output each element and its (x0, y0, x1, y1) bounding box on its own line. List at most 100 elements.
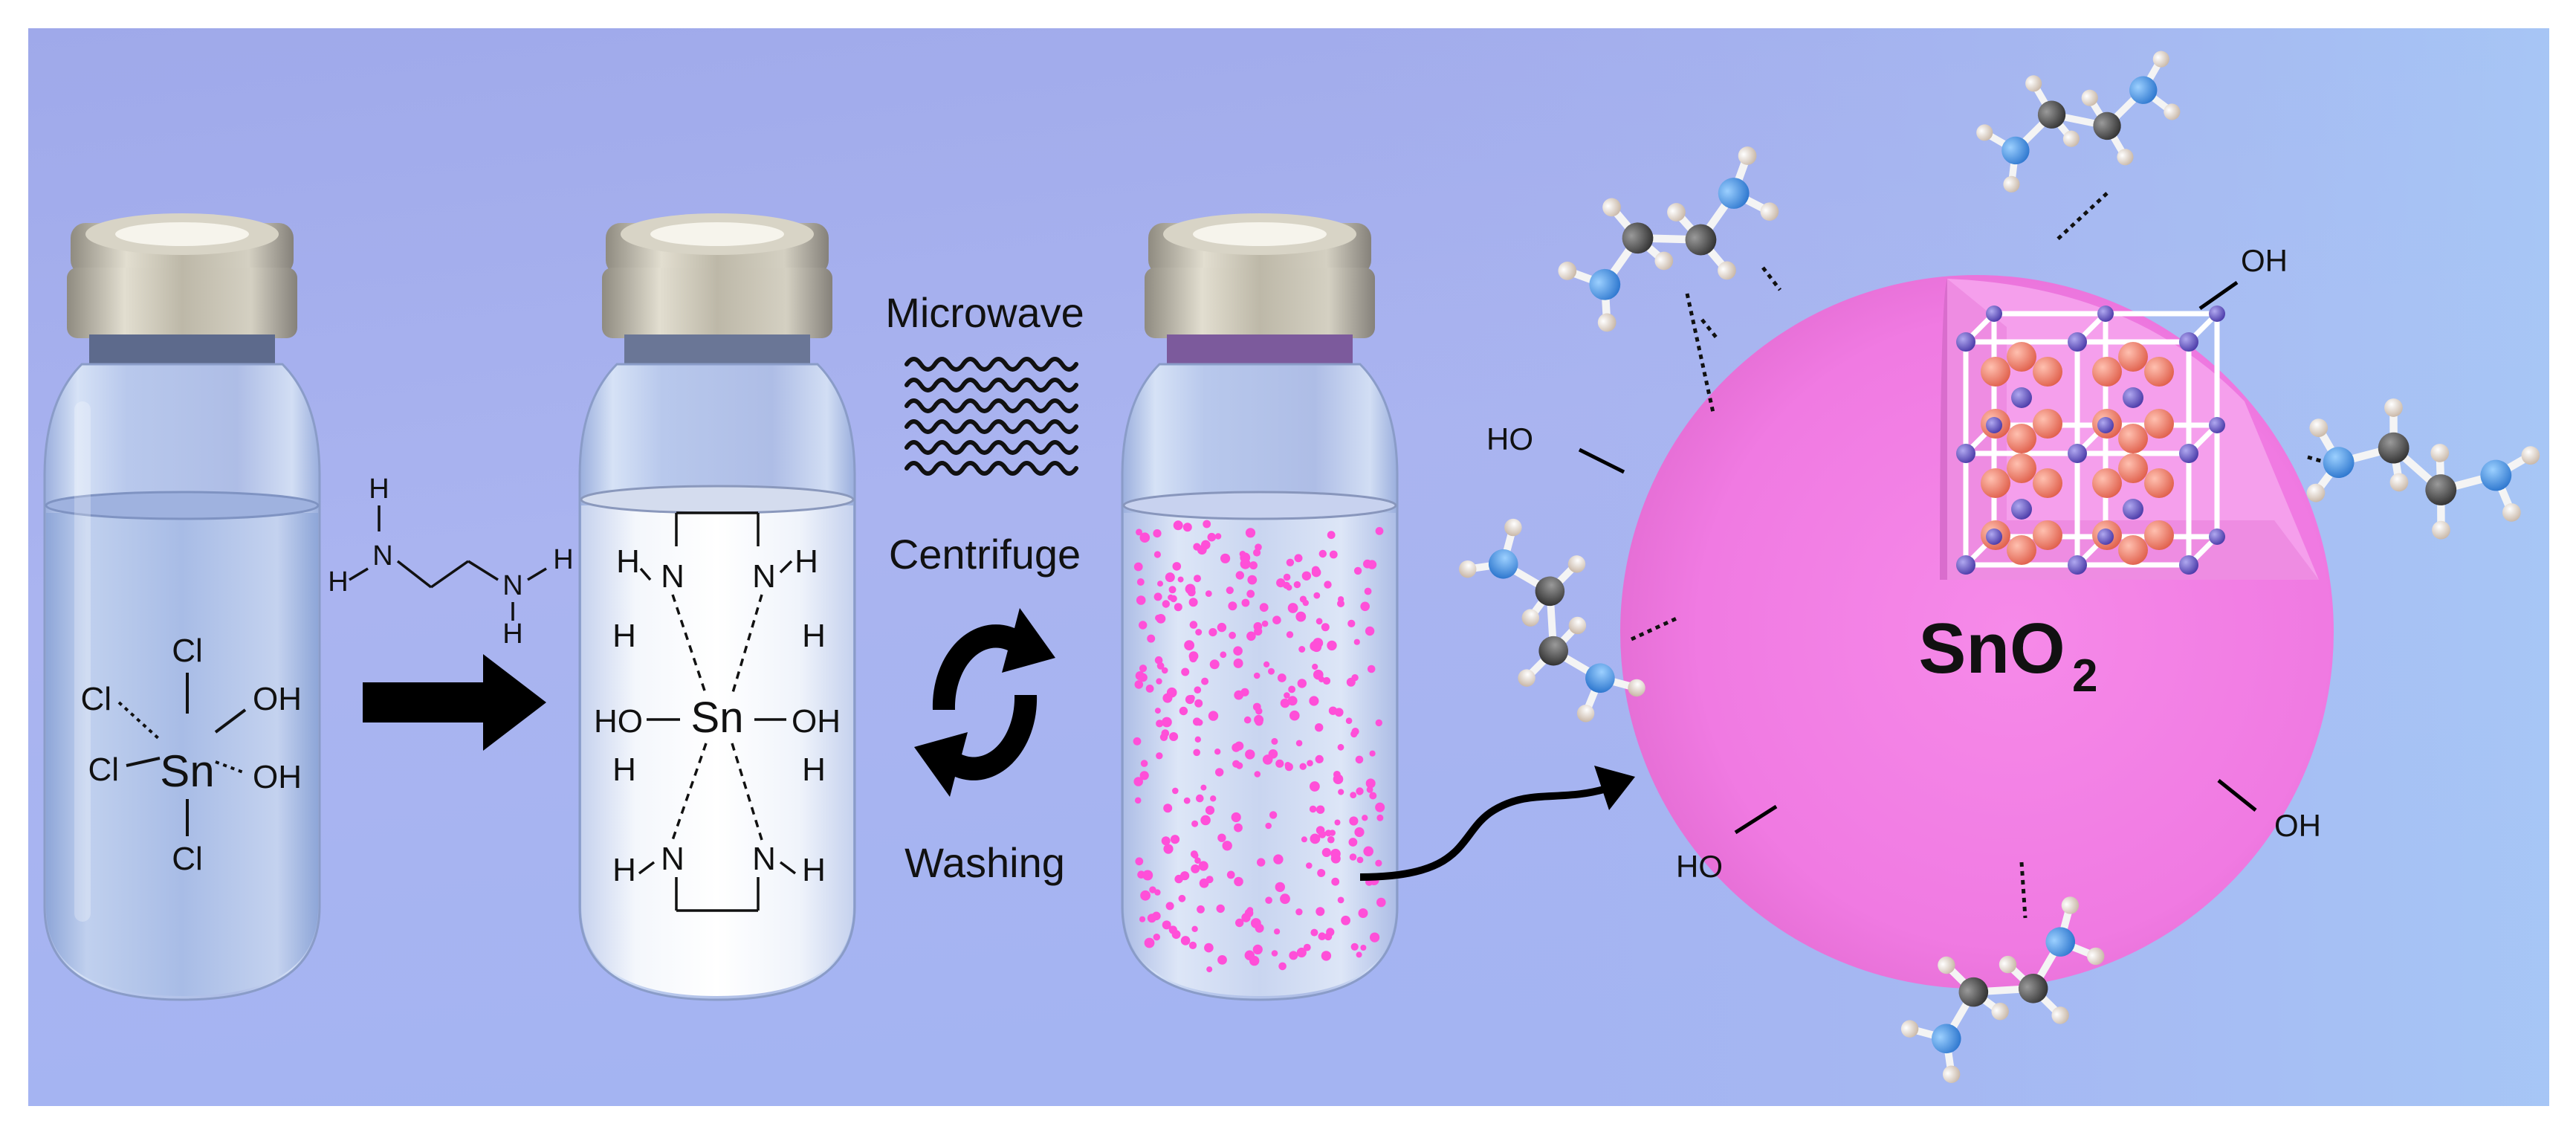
nanoparticle (1161, 836, 1171, 846)
process-steps: Microwave Centrifuge Washing (885, 289, 1084, 886)
nanoparticle (1331, 877, 1340, 886)
nanoparticle (1156, 752, 1163, 760)
nanoparticle (1147, 914, 1156, 923)
nanoparticle (1259, 603, 1269, 612)
label-c-h5: H (612, 751, 636, 788)
hydrogen-atom (1942, 1065, 1961, 1083)
nanoparticle (1365, 626, 1375, 636)
hydrogen-atom (1504, 518, 1522, 537)
nanoparticle (1247, 575, 1258, 585)
nanoparticle (1197, 905, 1205, 914)
nanoparticle (1289, 951, 1298, 960)
nanoparticle (1286, 558, 1295, 566)
nanoparticle (1375, 527, 1384, 535)
nanoparticle (1234, 876, 1243, 887)
nanoparticle (1133, 777, 1143, 786)
nanoparticle (1231, 812, 1241, 823)
nanoparticle (1288, 685, 1295, 694)
hydrogen-atom (1991, 1002, 2009, 1021)
nanoparticle (1318, 932, 1327, 940)
nanoparticle (1370, 932, 1380, 943)
oxygen-atom (2033, 409, 2062, 439)
hydrogen-atom (2164, 103, 2181, 120)
nanoparticle (1255, 717, 1263, 726)
nanoparticle (1302, 599, 1310, 607)
nanoparticle (1233, 646, 1243, 656)
nanoparticle (1147, 634, 1156, 643)
nanoparticle (1170, 835, 1180, 844)
nitrogen-atom (1718, 178, 1750, 209)
nanoparticle (1180, 871, 1190, 881)
hydrogen-atom (1576, 705, 1595, 722)
tin-atom (2097, 417, 2114, 433)
nanoparticle (1153, 592, 1162, 601)
nanoparticle (1271, 950, 1278, 957)
nanoparticle (1296, 947, 1307, 958)
ethylenediamine-labels: H N H N H H (328, 473, 573, 650)
nanoparticle (1263, 661, 1270, 668)
nanoparticle (1295, 611, 1307, 622)
oxygen-atom (2144, 520, 2174, 550)
oxygen-atom (2118, 342, 2148, 372)
hydrogen-atom (1597, 313, 1617, 332)
nanoparticle (1153, 934, 1161, 941)
vial2-meniscus (580, 485, 855, 514)
nanoparticle (1229, 631, 1236, 639)
nanoparticle (1205, 806, 1215, 815)
oxygen-atom (2007, 453, 2036, 483)
tin-atom (2209, 417, 2225, 433)
nanoparticle (1215, 768, 1224, 777)
nanoparticle (1220, 553, 1231, 563)
nanoparticle (1135, 857, 1144, 866)
ethylenediamine-structure (349, 505, 547, 621)
nanoparticle (1180, 936, 1191, 945)
nanoparticle (1375, 802, 1385, 812)
nanoparticle (1283, 573, 1291, 581)
nanoparticle (1133, 562, 1143, 572)
tin-atom (1986, 305, 2002, 322)
nanoparticle (1188, 694, 1195, 702)
label-c-sn: Sn (691, 694, 744, 742)
nanoparticle (1351, 728, 1359, 736)
tin-en-complex (638, 511, 797, 912)
vial1-cap-hole (115, 222, 249, 246)
formula-sno: SnO (1918, 609, 2065, 688)
nanoparticle (1265, 896, 1272, 904)
nanoparticle (1313, 592, 1321, 599)
nanoparticle (1214, 533, 1222, 540)
tin-atom (1986, 417, 2002, 433)
nanoparticle (1355, 755, 1364, 764)
nanoparticle (1318, 830, 1327, 838)
nanoparticle (1246, 589, 1255, 598)
nanoparticle (1356, 787, 1364, 795)
carbon-atom (1622, 222, 1654, 254)
sphere-formula: SnO 2 (1918, 609, 2097, 702)
nanoparticle (1157, 581, 1163, 587)
nanoparticle (1200, 815, 1211, 826)
microwave-wave (904, 440, 1078, 455)
nanoparticle (1353, 566, 1362, 575)
nanoparticle (1235, 918, 1244, 928)
label-oh-right-bottom: OH (253, 759, 302, 795)
vial-precursor (43, 213, 321, 1001)
carbon-atom (2425, 474, 2457, 505)
hydrogen-atom (1718, 261, 1736, 280)
microwave-wave (904, 378, 1078, 392)
label-c-h7: H (612, 852, 636, 888)
microwave-wave (904, 357, 1078, 372)
hydrogen-atom (1760, 202, 1779, 222)
nanoparticle (1322, 676, 1331, 685)
tin-atom (2123, 387, 2143, 408)
tin-atom (2209, 305, 2225, 322)
label-cl-left-bottom: Cl (88, 751, 119, 788)
nanoparticle (1354, 827, 1365, 838)
nanoparticle (1333, 774, 1344, 784)
nanoparticle (1334, 819, 1341, 826)
nanoparticle (1298, 646, 1306, 653)
oxygen-atom (1981, 468, 2010, 498)
hydrogen-atom (2432, 520, 2450, 540)
ligand-molecule (1459, 518, 1645, 722)
nanoparticle (1287, 696, 1298, 706)
tin-atom (2179, 444, 2198, 463)
